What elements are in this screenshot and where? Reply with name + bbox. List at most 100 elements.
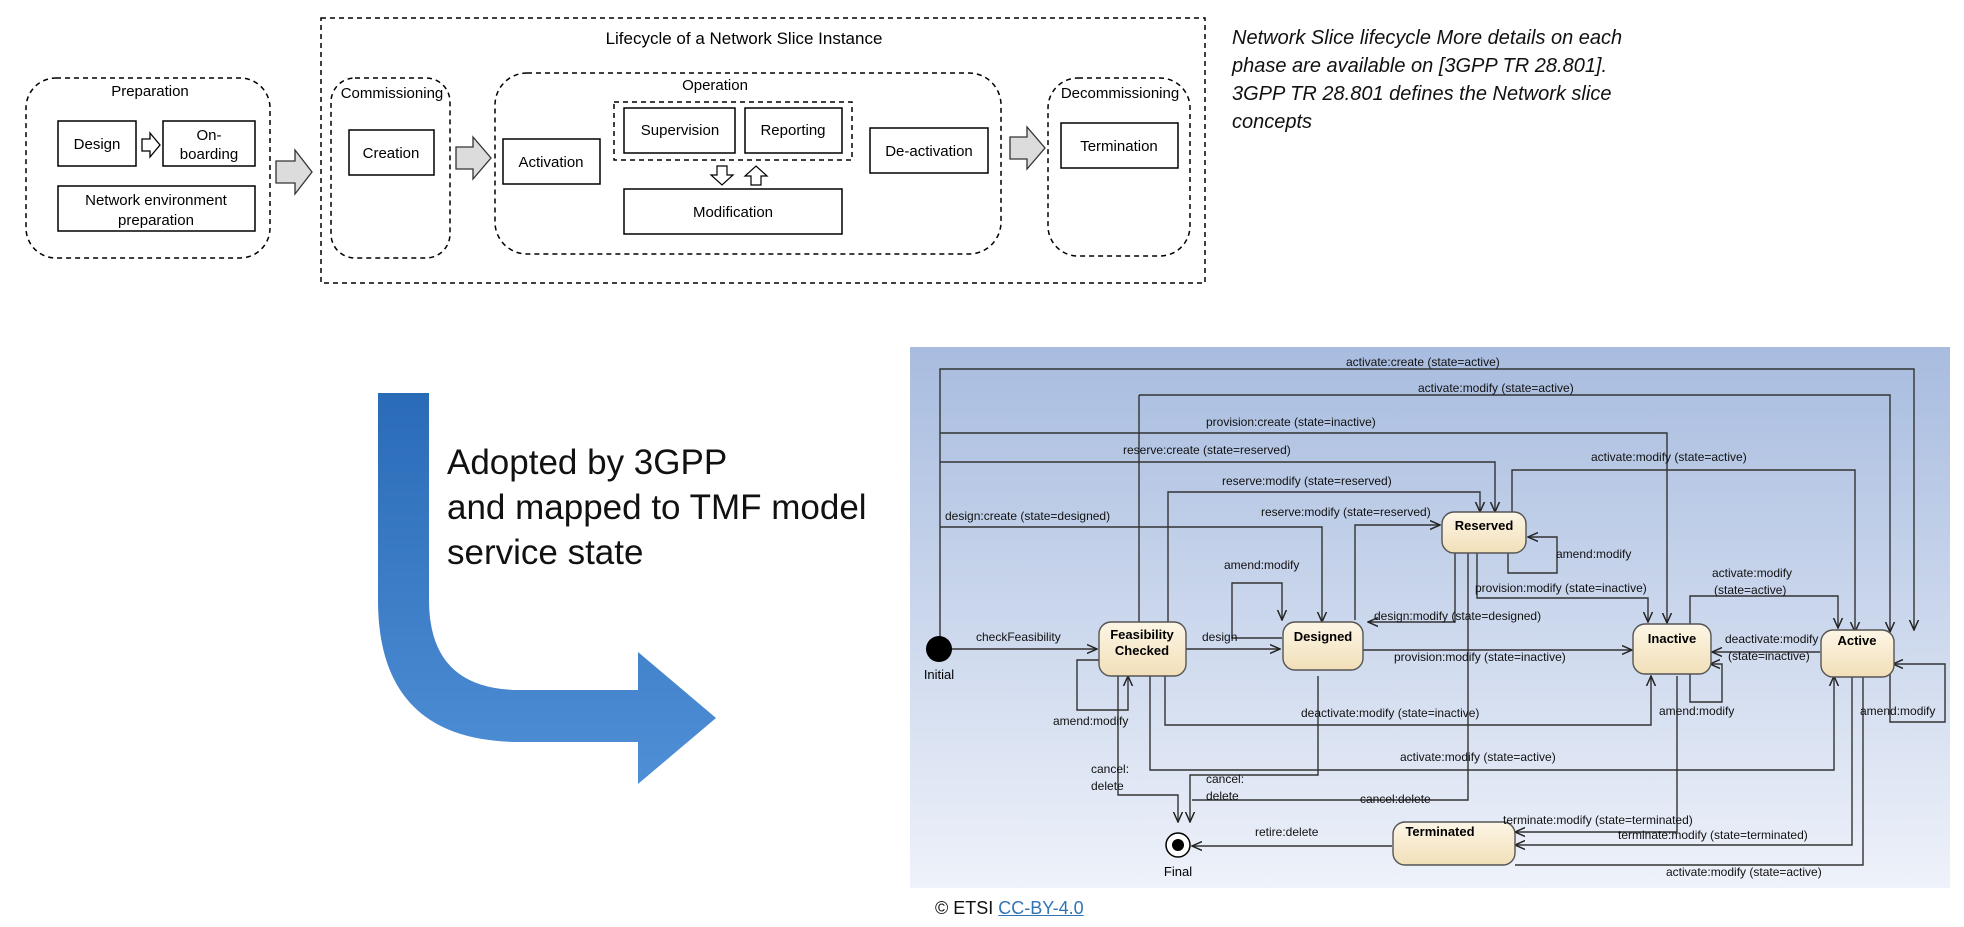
transition-label: amend:modify <box>1053 714 1128 728</box>
active-label: Active <box>1837 633 1876 648</box>
terminated-state <box>1392 821 1516 866</box>
commissioning-to-operation-arrow <box>455 135 492 181</box>
initial-state-dot <box>926 636 952 662</box>
transition-label: provision:modify (state=inactive) <box>1475 581 1647 595</box>
feasibility-label-2: Checked <box>1115 643 1169 658</box>
lifecycle-instance-frame <box>320 17 1206 284</box>
transition-label: design:create (state=designed) <box>945 509 1110 523</box>
onboarding-label-2: boarding <box>180 146 238 163</box>
transition-label: activate:modify (state=active) <box>1418 381 1574 395</box>
operation-label: Operation <box>682 77 748 94</box>
transition-label: cancel:delete <box>1360 792 1431 806</box>
final-state-inner <box>1172 839 1184 851</box>
transition-label: reserve:modify (state=reserved) <box>1222 474 1392 488</box>
reserved-label: Reserved <box>1455 518 1514 533</box>
designed-label: Designed <box>1294 629 1353 644</box>
transition-label: amend:modify <box>1860 704 1935 718</box>
transition-label: (state=active) <box>1714 583 1786 597</box>
network-environment-label-2: preparation <box>118 212 194 229</box>
decommissioning-label: Decommissioning <box>1061 85 1179 102</box>
active-state <box>1820 629 1895 678</box>
commissioning-phase <box>330 77 451 259</box>
feasibility-label-1: Feasibility <box>1110 627 1174 642</box>
network-environment-box <box>57 185 256 232</box>
transition-label: cancel: <box>1091 762 1129 776</box>
design-box <box>57 120 137 167</box>
activation-label: Activation <box>518 154 583 171</box>
termination-box <box>1060 122 1179 169</box>
design-to-onboarding-arrow <box>141 131 161 159</box>
creation-box <box>348 129 435 176</box>
transition-label: activate:modify <box>1712 566 1792 580</box>
modification-box <box>623 188 843 235</box>
initial-label: Initial <box>924 667 954 682</box>
transition-label: activate:modify (state=active) <box>1666 865 1822 879</box>
transition-label: amend:modify <box>1556 547 1631 561</box>
design-label: Design <box>74 136 121 153</box>
copyright-text: © ETSI <box>935 898 994 918</box>
transition-label: design <box>1202 630 1237 644</box>
commissioning-label: Commissioning <box>341 85 444 102</box>
transition-label: activate:modify (state=active) <box>1400 750 1556 764</box>
deactivation-label: De-activation <box>885 143 973 160</box>
state-diagram-panel <box>910 347 1950 888</box>
transition-label: delete <box>1206 789 1239 803</box>
operation-to-decommissioning-arrow <box>1009 125 1046 171</box>
preparation-phase <box>25 77 271 259</box>
transition-label: (state=inactive) <box>1728 649 1810 663</box>
transition-label: amend:modify <box>1659 704 1734 718</box>
reporting-label: Reporting <box>760 122 825 139</box>
decommissioning-phase <box>1047 77 1191 257</box>
preparation-label: Preparation <box>111 83 189 100</box>
transition-label: terminate:modify (state=terminated) <box>1618 828 1808 842</box>
onboarding-label-1: On- <box>196 127 221 144</box>
feasibility-checked-state <box>1098 621 1187 677</box>
transition-label: reserve:create (state=reserved) <box>1123 443 1291 457</box>
transition-label: terminate:modify (state=terminated) <box>1503 813 1693 827</box>
transition-label: activate:modify (state=active) <box>1591 450 1747 464</box>
designed-state <box>1282 621 1364 671</box>
reserved-state <box>1441 511 1527 554</box>
transition-label: delete <box>1091 779 1124 793</box>
modification-label: Modification <box>693 204 773 221</box>
transition-label: reserve:modify (state=reserved) <box>1261 505 1431 519</box>
termination-label: Termination <box>1080 138 1158 155</box>
state-diagram: Initial Final Feasibility Checked Design… <box>910 347 1950 888</box>
lifecycle-diagram: Preparation Design On- boarding Network … <box>25 17 1206 284</box>
transition-labels: activate:create (state=active) activate:… <box>945 355 1935 879</box>
down-arrow <box>709 165 735 186</box>
transition-lines <box>939 368 1946 866</box>
supervision-reporting-group <box>613 101 853 161</box>
up-arrow <box>743 165 769 186</box>
lifecycle-title: Lifecycle of a Network Slice Instance <box>606 29 883 48</box>
license-link[interactable]: CC-BY-4.0 <box>998 898 1084 918</box>
inactive-state <box>1632 623 1712 675</box>
transition-label: activate:create (state=active) <box>1346 355 1500 369</box>
network-environment-label-1: Network environment <box>85 192 228 209</box>
operation-phase <box>494 72 1002 255</box>
supervision-label: Supervision <box>641 122 719 139</box>
creation-label: Creation <box>363 145 420 162</box>
terminated-label: Terminated <box>1405 824 1474 839</box>
lifecycle-note: Network Slice lifecycle More details on … <box>1232 27 1623 133</box>
transition-label: provision:modify (state=inactive) <box>1394 650 1566 664</box>
preparation-to-commissioning-arrow <box>275 148 313 196</box>
transition-label: amend:modify <box>1224 558 1299 572</box>
supervision-box <box>623 107 736 154</box>
transition-label: retire:delete <box>1255 825 1319 839</box>
adopted-curved-arrow <box>378 393 716 784</box>
transition-label: cancel: <box>1206 772 1244 786</box>
activation-box <box>502 138 601 185</box>
final-label: Final <box>1164 864 1192 879</box>
deactivation-box <box>869 127 989 174</box>
copyright-line: © ETSI CC-BY-4.0 <box>935 898 1084 919</box>
onboarding-box <box>162 120 256 167</box>
transition-label: deactivate:modify (state=inactive) <box>1301 706 1479 720</box>
transition-label: provision:create (state=inactive) <box>1206 415 1376 429</box>
transition-label: design:modify (state=designed) <box>1374 609 1541 623</box>
adopted-by-3gpp-caption: Adopted by 3GPP and mapped to TMF model … <box>447 443 867 572</box>
reporting-box <box>744 107 843 154</box>
inactive-label: Inactive <box>1648 631 1696 646</box>
transition-label: checkFeasibility <box>976 630 1061 644</box>
